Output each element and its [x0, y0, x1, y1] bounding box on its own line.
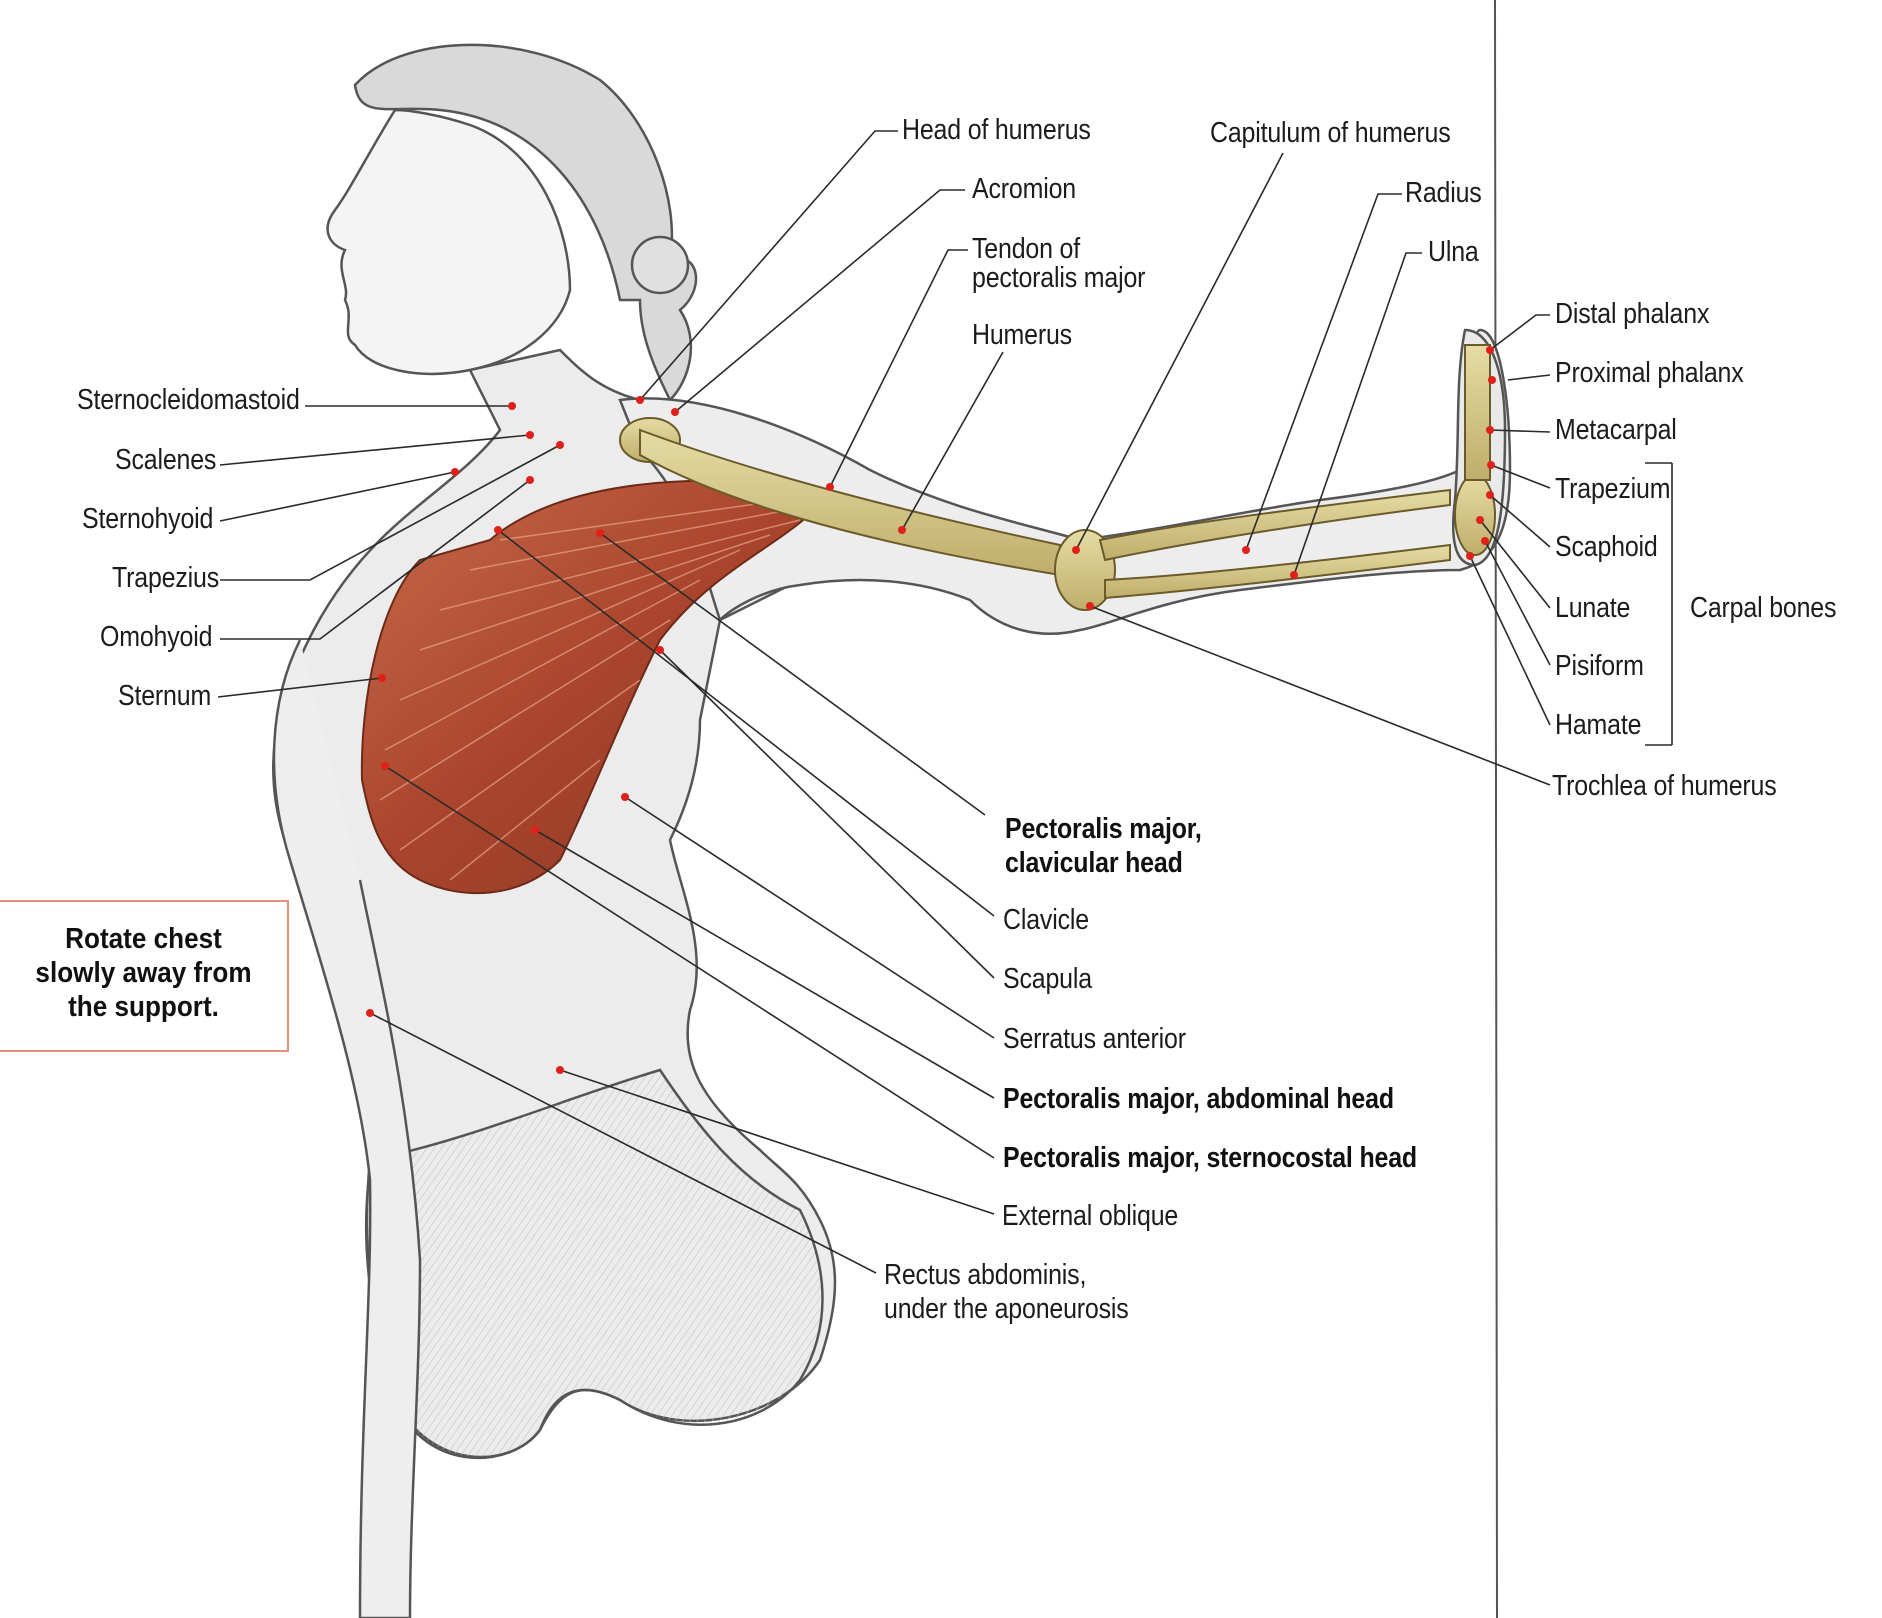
hair — [353, 43, 698, 403]
instruction-line2: slowly away from — [35, 957, 252, 989]
label-tendon-line2: pectoralis major — [972, 262, 1146, 294]
label-pisiform: Pisiform — [1555, 650, 1644, 682]
label-clavicle: Clavicle — [1003, 904, 1089, 936]
label-trochlea: Trochlea of humerus — [1552, 770, 1777, 802]
pectoralis-major — [360, 479, 832, 895]
label-pec-abdominal: Pectoralis major, abdominal head — [1003, 1083, 1394, 1115]
label-pec-clavicular-line1: Pectoralis major, — [1005, 813, 1202, 845]
leader-lines — [217, 130, 1673, 1274]
carpals — [1454, 474, 1496, 556]
label-acromion: Acromion — [972, 173, 1076, 205]
label-metacarpal: Metacarpal — [1555, 414, 1677, 446]
wall-line — [1494, 0, 1498, 1618]
label-humerus: Humerus — [972, 319, 1072, 351]
instruction-line3: the support. — [68, 991, 219, 1023]
label-pec-sternocostal: Pectoralis major, sternocostal head — [1003, 1142, 1417, 1174]
label-scapula: Scapula — [1003, 963, 1092, 995]
label-rectus-line2: under the aponeurosis — [884, 1293, 1129, 1325]
label-external-oblique: External oblique — [1002, 1200, 1179, 1232]
label-scaphoid: Scaphoid — [1555, 531, 1658, 563]
label-sternum: Sternum — [118, 680, 212, 712]
label-omohyoid: Omohyoid — [100, 621, 213, 653]
instruction-line1: Rotate chest — [65, 923, 222, 955]
label-trapezius: Trapezius — [112, 562, 220, 594]
label-scalenes: Scalenes — [115, 444, 217, 476]
label-pec-clavicular-line2: clavicular head — [1005, 847, 1183, 879]
marker-dots — [366, 346, 1496, 1074]
label-head-of-humerus: Head of humerus — [902, 114, 1091, 146]
label-capitulum: Capitulum of humerus — [1210, 117, 1451, 149]
arm-bones — [619, 344, 1496, 611]
elbow-joint — [1054, 529, 1116, 611]
label-distal-phalanx: Distal phalanx — [1555, 298, 1710, 330]
instruction-box: Rotate chest slowly away from the suppor… — [0, 900, 289, 1052]
hair-bun — [630, 235, 690, 295]
label-serratus: Serratus anterior — [1003, 1023, 1186, 1055]
face — [326, 108, 572, 376]
label-carpal-bones: Carpal bones — [1690, 592, 1837, 624]
label-ulna: Ulna — [1428, 236, 1479, 268]
label-trapezium: Trapezium — [1555, 473, 1671, 505]
metacarpals — [1464, 344, 1491, 481]
label-radius: Radius — [1405, 177, 1482, 209]
label-proximal-phalanx: Proximal phalanx — [1555, 357, 1744, 389]
label-hamate: Hamate — [1555, 709, 1642, 741]
label-sternocleidomastoid: Sternocleidomastoid — [77, 384, 300, 416]
label-rectus-line1: Rectus abdominis, — [884, 1259, 1087, 1291]
label-tendon-line1: Tendon of — [972, 233, 1081, 265]
radius-bone — [1098, 488, 1451, 562]
label-lunate: Lunate — [1555, 592, 1631, 624]
left-arm — [272, 639, 422, 1618]
label-sternohyoid: Sternohyoid — [82, 503, 214, 535]
ulna-bone — [1104, 543, 1451, 600]
